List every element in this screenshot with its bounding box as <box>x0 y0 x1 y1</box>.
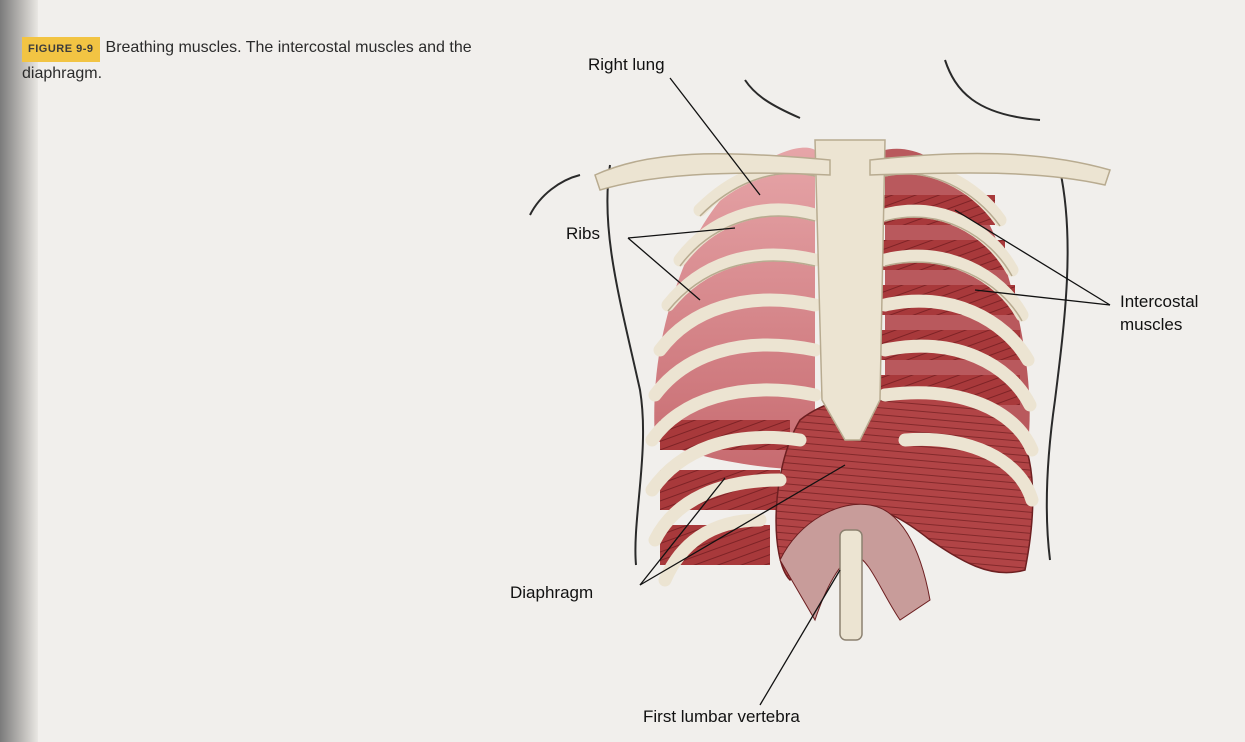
lumbar-vertebra-shape <box>840 530 862 640</box>
leader-line-right-lung <box>670 78 760 195</box>
neck-outline-left <box>745 80 800 118</box>
label-right-lung: Right lung <box>588 55 665 75</box>
label-first-lumbar-vertebra: First lumbar vertebra <box>643 707 800 727</box>
body-outline-right <box>1047 170 1068 560</box>
label-diaphragm: Diaphragm <box>510 583 593 603</box>
neck-outline-right <box>945 60 1040 120</box>
label-intercostal-muscles: Intercostal muscles <box>1120 290 1220 336</box>
label-ribs: Ribs <box>566 224 600 244</box>
body-outline-left <box>607 165 643 565</box>
sternum-shape <box>815 140 885 440</box>
shoulder-outline-left <box>530 175 580 215</box>
